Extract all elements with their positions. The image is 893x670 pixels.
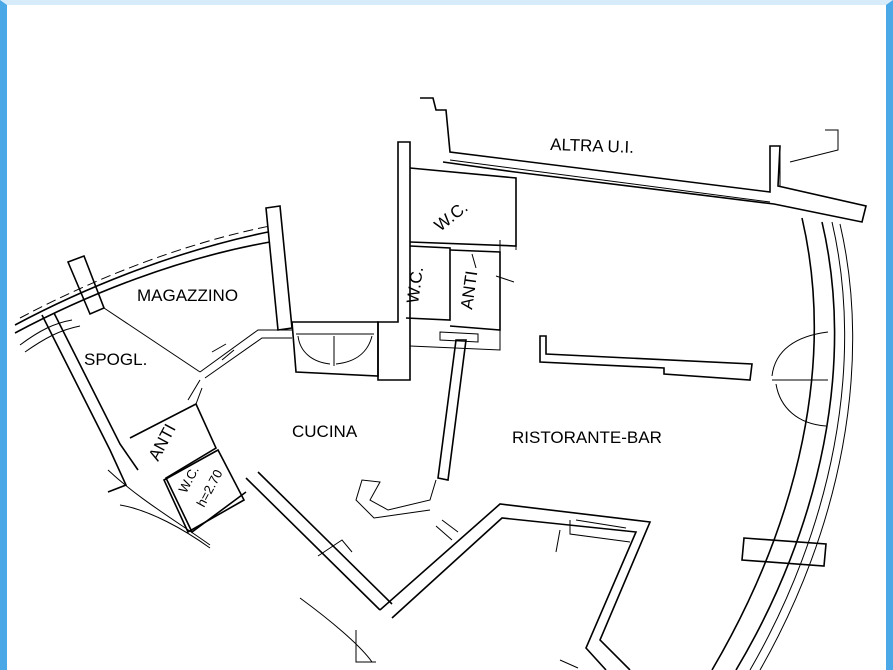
partition-walls xyxy=(355,335,753,519)
room-label-wc-top: W.C. xyxy=(431,197,472,235)
room-label-spogl: SPOGL. xyxy=(84,350,147,369)
room-label-cucina: CUCINA xyxy=(292,422,358,441)
room-label-wc-left: W.C. xyxy=(403,265,427,304)
room-label-anti-right: ANTI xyxy=(457,270,481,311)
room-label-altra-ui: ALTRA U.I. xyxy=(550,135,634,157)
left-diagonal-walls xyxy=(41,312,393,663)
wc-block xyxy=(377,141,517,381)
top-wall xyxy=(420,97,867,223)
curved-wall-right xyxy=(711,217,854,670)
kitchen-door xyxy=(291,321,379,377)
room-label-wc-small: W.C. xyxy=(175,463,201,495)
lower-walls xyxy=(355,503,652,670)
room-label-magazzino: MAGAZZINO xyxy=(137,286,238,305)
room-label-ristorante-bar: RISTORANTE-BAR xyxy=(512,428,662,447)
